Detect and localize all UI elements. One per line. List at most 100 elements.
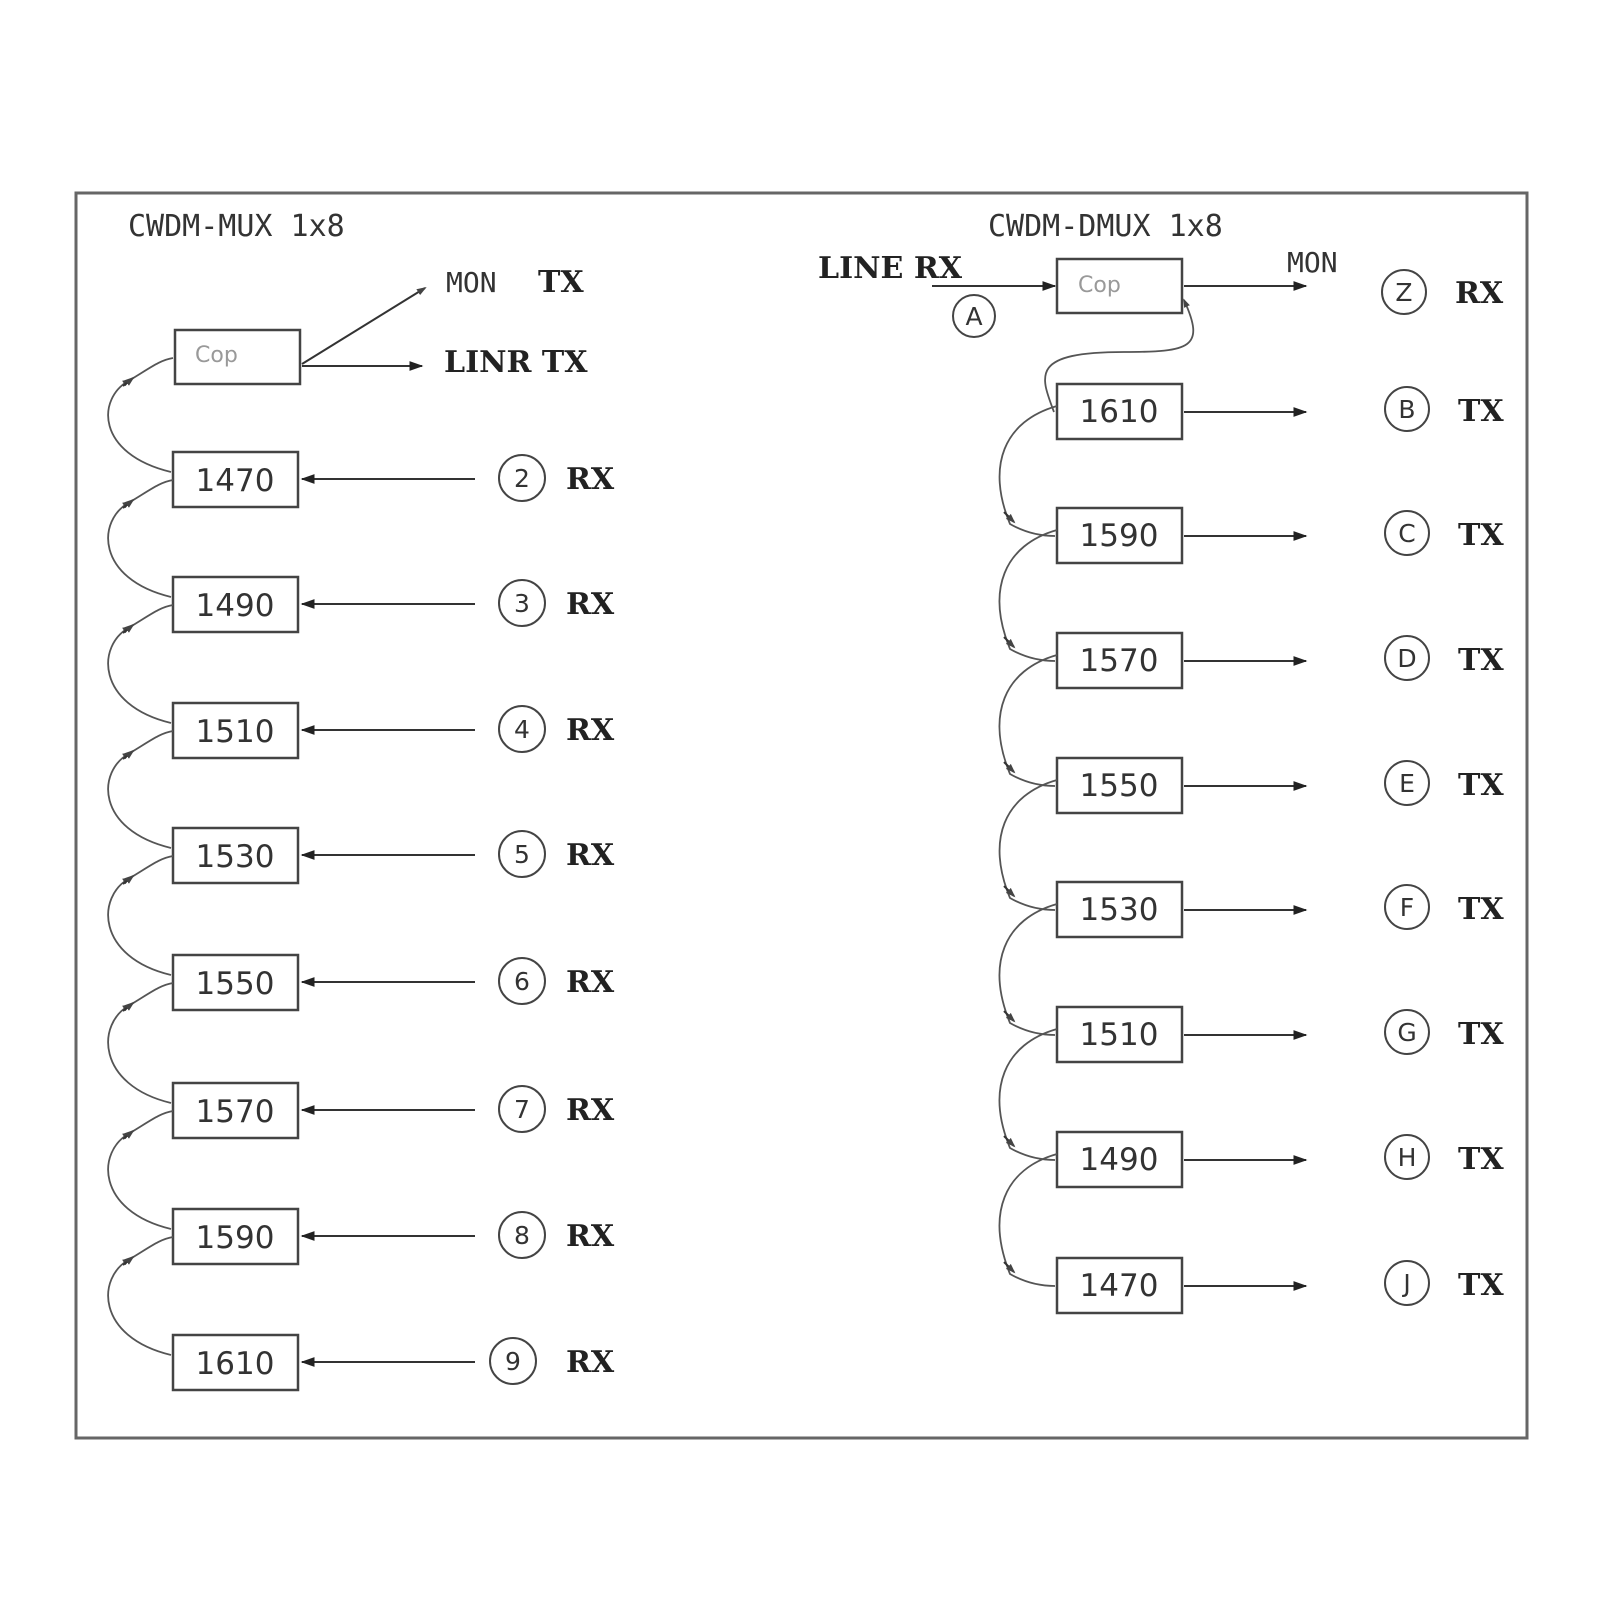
mux-port-direction: RX xyxy=(566,965,615,1000)
demux-filter-box xyxy=(1055,756,1184,815)
demux-chain-link xyxy=(998,654,1058,787)
demux-port-letter: J xyxy=(1401,1269,1410,1298)
mux-port-circle xyxy=(498,830,546,878)
mux-chain-links xyxy=(107,357,174,1356)
mux-port-direction: RX xyxy=(566,1093,615,1128)
mux-mon-label: MON xyxy=(446,266,497,299)
demux-filter-wavelength: 1530 xyxy=(1080,892,1159,928)
mux-port-number: 5 xyxy=(514,840,530,869)
mux-port-direction: RX xyxy=(566,713,615,748)
mux-filter-box xyxy=(171,701,300,760)
demux-filter-wavelength: 1490 xyxy=(1080,1142,1159,1178)
demux-port-letter: F xyxy=(1400,893,1414,922)
demux-coupler-link xyxy=(1044,298,1195,413)
mux-port-number: 7 xyxy=(514,1095,530,1124)
demux-filter-wavelength: 1510 xyxy=(1080,1017,1159,1053)
mux-filter-box xyxy=(171,1333,300,1392)
demux-coupler-box xyxy=(1055,257,1184,315)
demux-channel: 1490 H TX xyxy=(1055,1130,1504,1189)
mux-chain-link xyxy=(107,855,174,976)
mux-chain-link xyxy=(107,1236,174,1356)
mux-filter-wavelength: 1590 xyxy=(196,1220,275,1256)
demux-channel: 1510 G TX xyxy=(1055,1005,1504,1064)
mux-chain-arrow xyxy=(122,1255,135,1266)
demux-port-direction: TX xyxy=(1458,1142,1504,1177)
demux-port-circle xyxy=(1384,510,1430,556)
diagram-frame xyxy=(74,191,1529,1440)
demux-port-circle xyxy=(1384,1134,1430,1180)
mux-channel: 1610 9 RX xyxy=(171,1333,615,1392)
demux-section: CWDM-DMUX 1x8 LINE RX A Cop MON Z RX 161… xyxy=(818,209,1504,1315)
mux-filter-wavelength: 1610 xyxy=(196,1346,275,1382)
mux-filter-wavelength: 1470 xyxy=(196,463,275,499)
demux-port-direction: TX xyxy=(1458,643,1504,678)
mux-mon-tx-label: TX xyxy=(538,265,584,300)
mux-chain-link xyxy=(107,604,174,724)
mux-filter-box xyxy=(171,450,300,509)
demux-port-circle xyxy=(1384,884,1430,930)
mux-port-number: 4 xyxy=(514,715,530,744)
mux-port-direction: RX xyxy=(566,838,615,873)
demux-port-circle xyxy=(1384,760,1430,806)
mux-filter-wavelength: 1490 xyxy=(196,588,275,624)
mux-port-number: 8 xyxy=(514,1221,530,1250)
mux-chain-arrow xyxy=(122,1001,135,1012)
mux-chain-arrow xyxy=(122,1129,135,1140)
mux-port-circle xyxy=(498,1085,546,1133)
mux-channel: 1530 5 RX xyxy=(171,826,615,885)
demux-filter-box xyxy=(1055,1256,1184,1315)
demux-chain-arrow xyxy=(1003,761,1016,774)
mux-filter-box xyxy=(171,953,300,1012)
demux-port-letter: D xyxy=(1397,644,1416,673)
mux-port-number: 2 xyxy=(514,464,530,493)
demux-chain-link xyxy=(998,903,1058,1036)
demux-mon-label: MON xyxy=(1287,246,1338,279)
mux-chain-link xyxy=(107,357,174,473)
demux-port-letter: H xyxy=(1398,1143,1417,1172)
demux-filter-box xyxy=(1055,1005,1184,1064)
mux-port-direction: RX xyxy=(566,1219,615,1254)
mux-port-circle xyxy=(489,1337,537,1385)
demux-chain-link xyxy=(998,1153,1058,1287)
demux-filter-wavelength: 1550 xyxy=(1080,768,1159,804)
demux-filter-box xyxy=(1055,1130,1184,1189)
mux-filter-wavelength: 1530 xyxy=(196,839,275,875)
mux-chain-arrow xyxy=(122,874,135,885)
mux-port-direction: RX xyxy=(566,462,615,497)
mux-line-tx-label: LINR TX xyxy=(444,345,588,380)
mux-port-direction: RX xyxy=(566,1345,615,1380)
demux-chain-links xyxy=(998,405,1058,1287)
mux-channel: 1590 8 RX xyxy=(171,1207,615,1266)
mux-coupler-box xyxy=(173,328,302,386)
mux-port-number: 9 xyxy=(505,1347,521,1376)
mux-port-circle xyxy=(498,1211,546,1259)
demux-port-direction: TX xyxy=(1458,518,1504,553)
mux-filter-box xyxy=(171,1081,300,1140)
demux-port-direction: TX xyxy=(1458,394,1504,429)
mux-filter-box xyxy=(171,575,300,634)
demux-port-direction: TX xyxy=(1458,1017,1504,1052)
demux-port-letter: G xyxy=(1397,1018,1416,1047)
demux-port-z-circle xyxy=(1381,269,1427,315)
demux-port-a-circle xyxy=(952,294,996,338)
mux-filter-box xyxy=(171,826,300,885)
mux-mon-line xyxy=(301,286,427,365)
mux-port-direction: RX xyxy=(566,587,615,622)
demux-chain-link xyxy=(998,529,1058,662)
demux-port-direction: TX xyxy=(1458,768,1504,803)
demux-port-z-label: Z xyxy=(1395,278,1412,307)
mux-chain-link xyxy=(107,479,174,598)
mux-filter-wavelength: 1550 xyxy=(196,966,275,1002)
mux-chain-arrow xyxy=(122,376,135,387)
demux-chain-arrow xyxy=(1003,1261,1016,1274)
mux-port-circle xyxy=(498,705,546,753)
